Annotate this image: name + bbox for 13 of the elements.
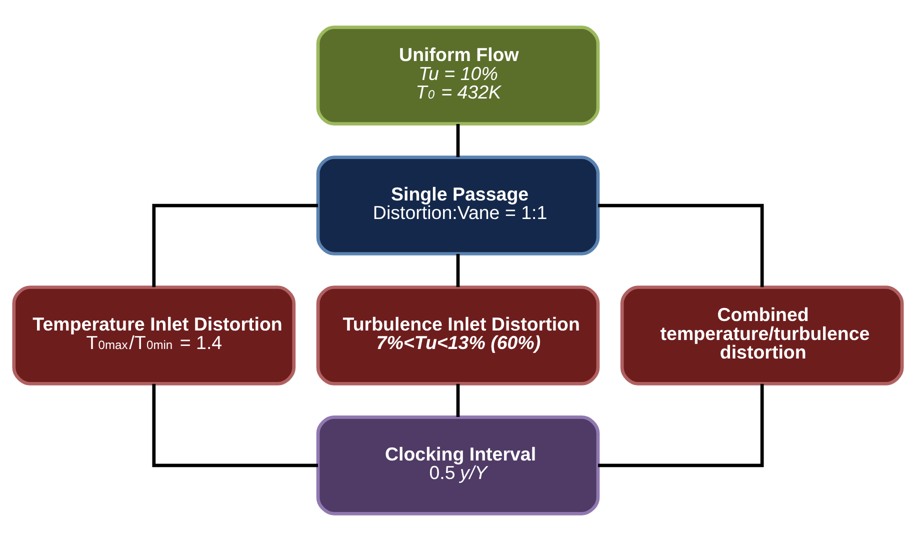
connector	[152, 383, 318, 467]
connector	[598, 203, 764, 287]
connector	[456, 123, 460, 157]
node-box: Combined temperature/turbulence distortion	[620, 285, 904, 385]
connector	[152, 203, 318, 287]
connector	[598, 383, 764, 467]
node-box: Clocking Interval 0.5 y/Y	[316, 415, 600, 515]
node-box: Single Passage Distortion:Vane = 1:1	[316, 155, 600, 255]
node-box: Uniform Flow Tu = 10% T0 = 432K	[316, 25, 600, 125]
node-box: Turbulence Inlet Distortion 7%<Tu<13% (60%)	[316, 285, 600, 385]
connector	[456, 383, 460, 416]
node-box: Temperature Inlet Distortion T0max/T0min = 1.4	[12, 285, 296, 385]
connector	[456, 253, 460, 287]
